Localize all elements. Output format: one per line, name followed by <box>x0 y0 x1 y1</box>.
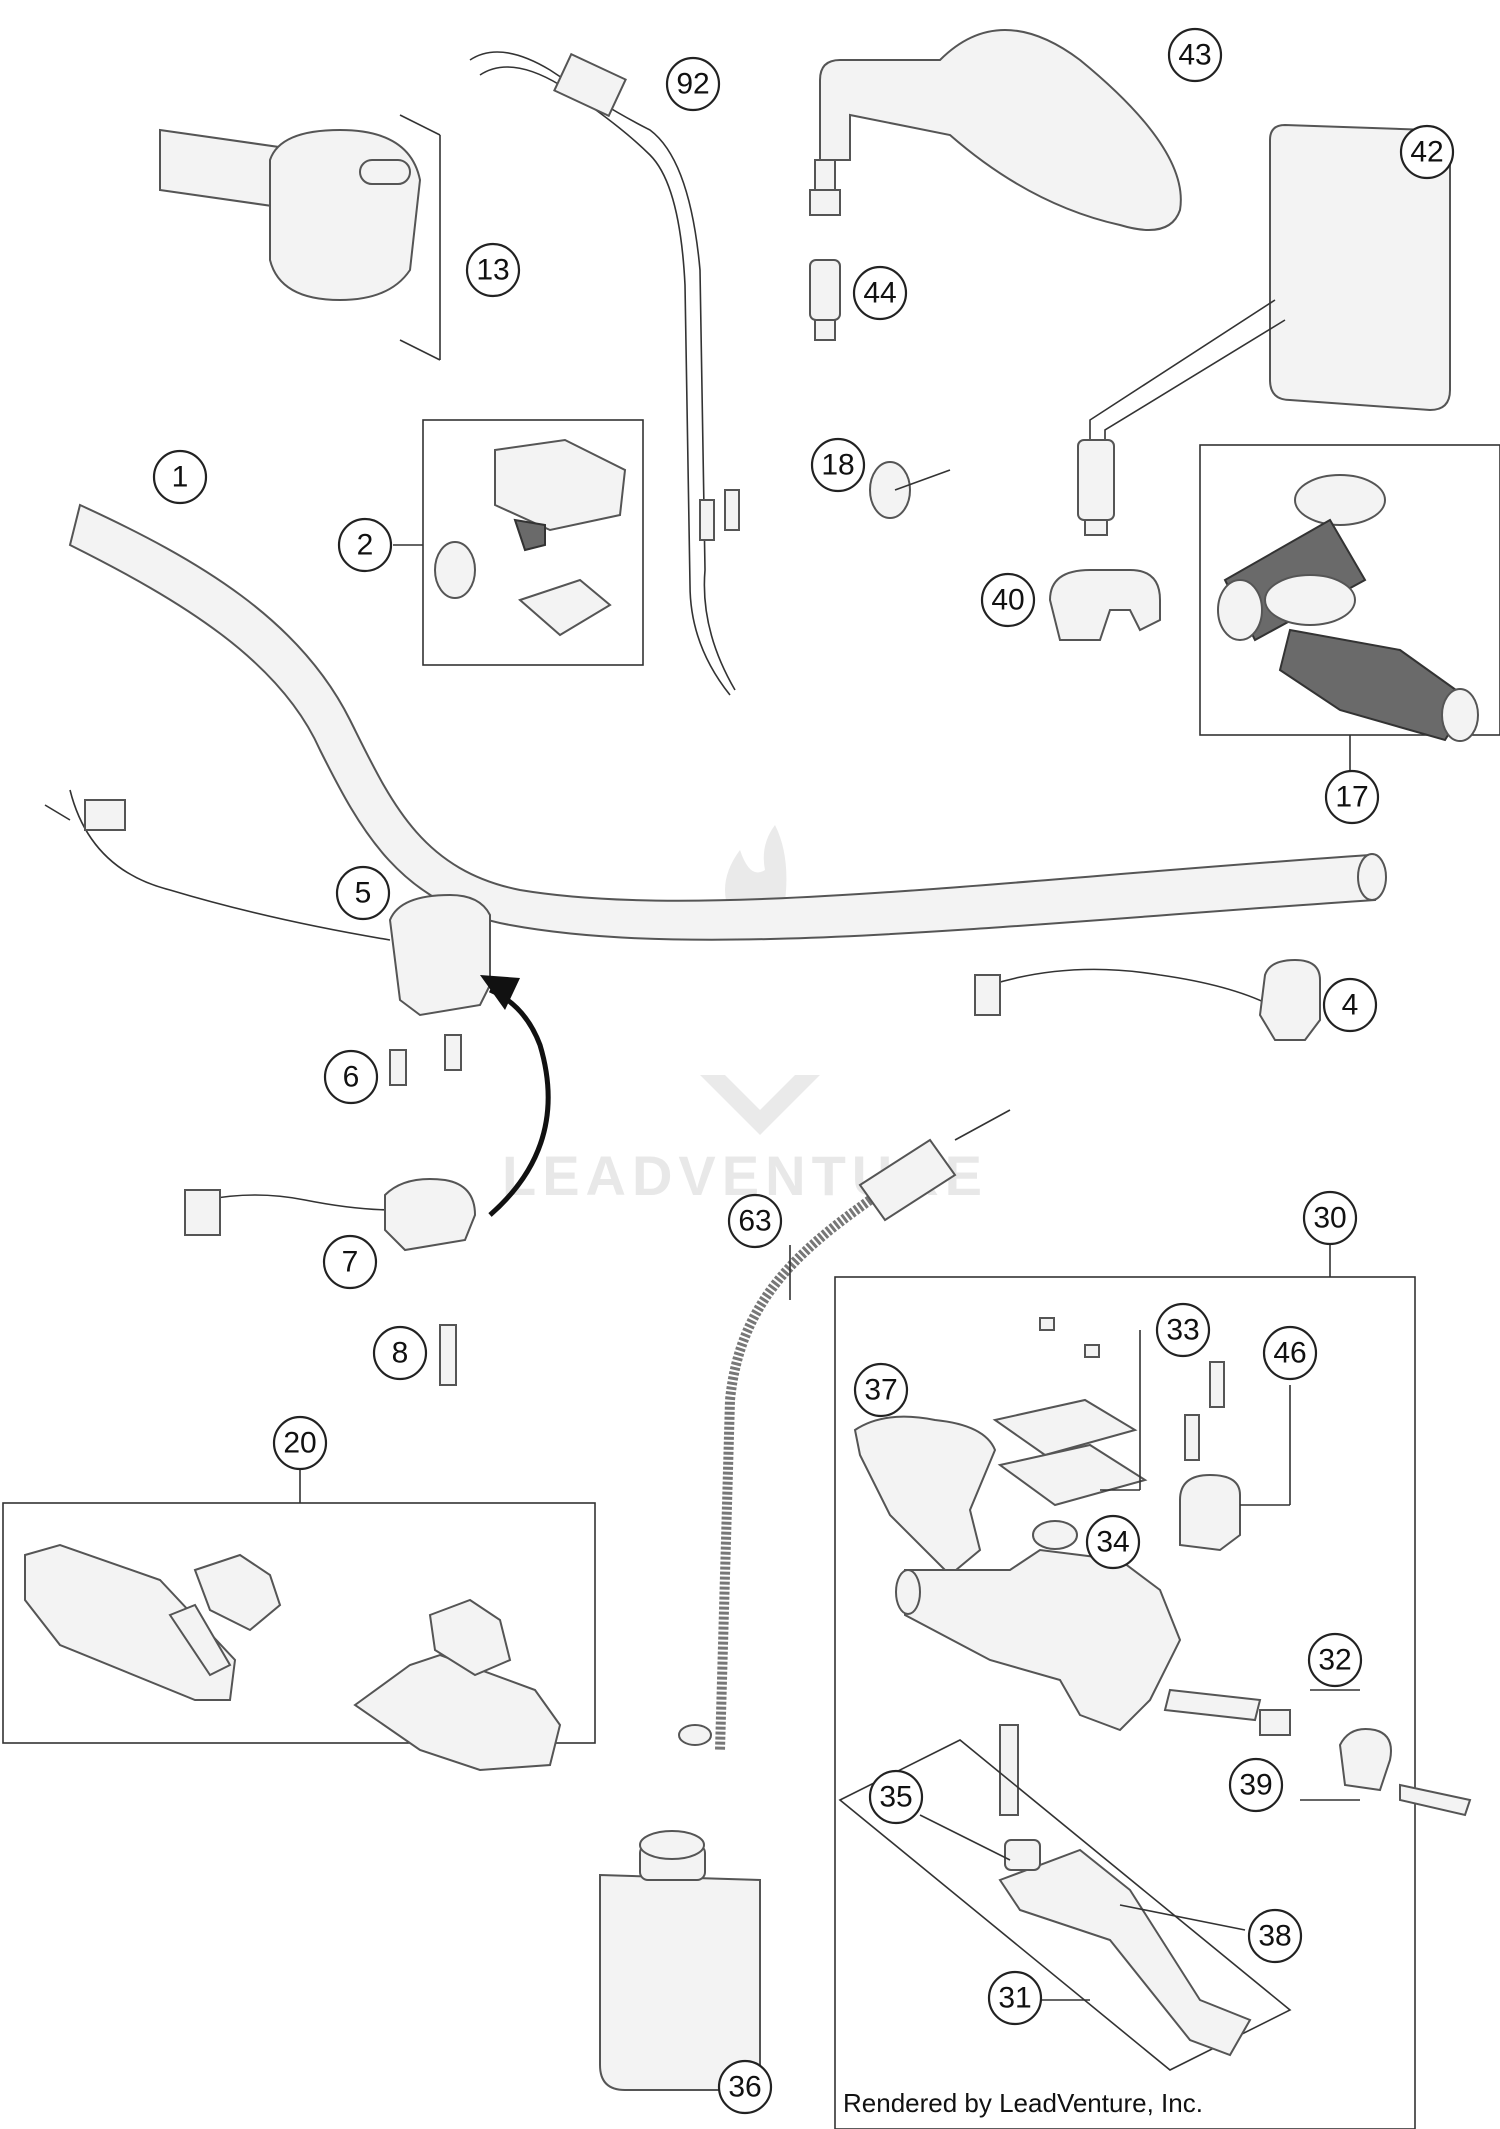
svg-text:35: 35 <box>879 1781 912 1814</box>
callout-46: 46 <box>1262 1325 1318 1381</box>
svg-text:44: 44 <box>863 277 896 310</box>
callout-40: 40 <box>980 572 1036 628</box>
watermark-v-icon <box>700 1075 820 1135</box>
svg-text:43: 43 <box>1178 39 1211 72</box>
svg-text:33: 33 <box>1166 1314 1199 1347</box>
arrow-head-icon <box>480 975 520 1010</box>
svg-text:40: 40 <box>991 584 1024 617</box>
callout-42: 42 <box>1399 124 1455 180</box>
svg-text:39: 39 <box>1239 1769 1272 1802</box>
callout-17: 17 <box>1324 769 1380 825</box>
throttle-cables <box>469 51 740 696</box>
switch-assembly-7 <box>184 1178 477 1252</box>
clamp <box>1048 569 1161 641</box>
svg-text:34: 34 <box>1096 1526 1129 1559</box>
svg-text:4: 4 <box>1342 989 1359 1022</box>
callout-38: 38 <box>1247 1908 1303 1964</box>
leader-38 <box>1119 1904 1246 1931</box>
grip-set <box>1217 474 1479 742</box>
svg-text:32: 32 <box>1318 1644 1351 1677</box>
callout-4: 4 <box>1322 977 1378 1033</box>
stop-switch <box>974 958 1321 1041</box>
svg-text:31: 31 <box>998 1982 1031 2015</box>
callout-5: 5 <box>335 865 391 921</box>
svg-text:6: 6 <box>343 1061 360 1094</box>
kit-box-2 <box>422 419 644 666</box>
callout-6: 6 <box>323 1049 379 1105</box>
svg-text:42: 42 <box>1410 136 1443 169</box>
svg-text:17: 17 <box>1335 781 1368 814</box>
svg-text:8: 8 <box>392 1337 409 1370</box>
svg-text:30: 30 <box>1313 1202 1346 1235</box>
svg-text:46: 46 <box>1273 1337 1306 1370</box>
svg-text:18: 18 <box>821 449 854 482</box>
svg-text:36: 36 <box>728 2071 761 2104</box>
handguard-set <box>24 1543 562 1772</box>
callout-1: 1 <box>152 449 208 505</box>
cable-tie <box>869 461 951 519</box>
brake-fluid-bottle <box>599 1830 761 2091</box>
callout-35: 35 <box>868 1769 924 1825</box>
callout-34: 34 <box>1085 1514 1141 1570</box>
svg-text:1: 1 <box>172 461 189 494</box>
handlebar-end <box>1357 853 1387 901</box>
callout-30: 30 <box>1302 1190 1358 1246</box>
callout-7: 7 <box>322 1234 378 1290</box>
callout-39: 39 <box>1228 1757 1284 1813</box>
mirror-adaptor <box>809 259 841 341</box>
callout-92: 92 <box>665 56 721 112</box>
arrow-7-to-5 <box>488 987 551 1217</box>
svg-text:5: 5 <box>355 877 372 910</box>
callout-32: 32 <box>1307 1632 1363 1688</box>
brake-line <box>678 1109 1011 1751</box>
throttle-housing <box>434 438 627 637</box>
mirror-left <box>809 29 1182 231</box>
callout-44: 44 <box>852 265 908 321</box>
callout-43: 43 <box>1167 27 1223 83</box>
render-credit: Rendered by LeadVenture, Inc. <box>843 2088 1203 2118</box>
left-switch <box>44 789 491 1017</box>
callout-13: 13 <box>465 242 521 298</box>
callout-37: 37 <box>853 1362 909 1418</box>
svg-text:2: 2 <box>357 529 374 562</box>
leader-35 <box>919 1814 1011 1861</box>
handlebar <box>68 503 1377 941</box>
callout-36: 36 <box>717 2059 773 2115</box>
screws-6 <box>389 1034 462 1086</box>
svg-text:38: 38 <box>1258 1920 1291 1953</box>
kit-box-20 <box>2 1502 596 1744</box>
svg-text:92: 92 <box>676 68 709 101</box>
callout-18: 18 <box>810 437 866 493</box>
mirror-right <box>1077 123 1451 536</box>
callout-33: 33 <box>1155 1302 1211 1358</box>
callout-8: 8 <box>372 1325 428 1381</box>
callout-31: 31 <box>987 1970 1043 2026</box>
throttle-assembly <box>159 114 441 361</box>
kit-box-30 <box>834 1276 1416 2129</box>
svg-text:20: 20 <box>283 1427 316 1460</box>
svg-text:7: 7 <box>342 1246 359 1279</box>
master-cylinder-parts <box>838 1317 1472 2071</box>
screw-8 <box>439 1324 457 1386</box>
callout-2: 2 <box>337 517 393 573</box>
callout-20: 20 <box>272 1415 328 1471</box>
callout-63: 63 <box>727 1193 783 1249</box>
svg-text:63: 63 <box>738 1205 771 1238</box>
svg-text:13: 13 <box>476 254 509 287</box>
svg-text:37: 37 <box>864 1374 897 1407</box>
